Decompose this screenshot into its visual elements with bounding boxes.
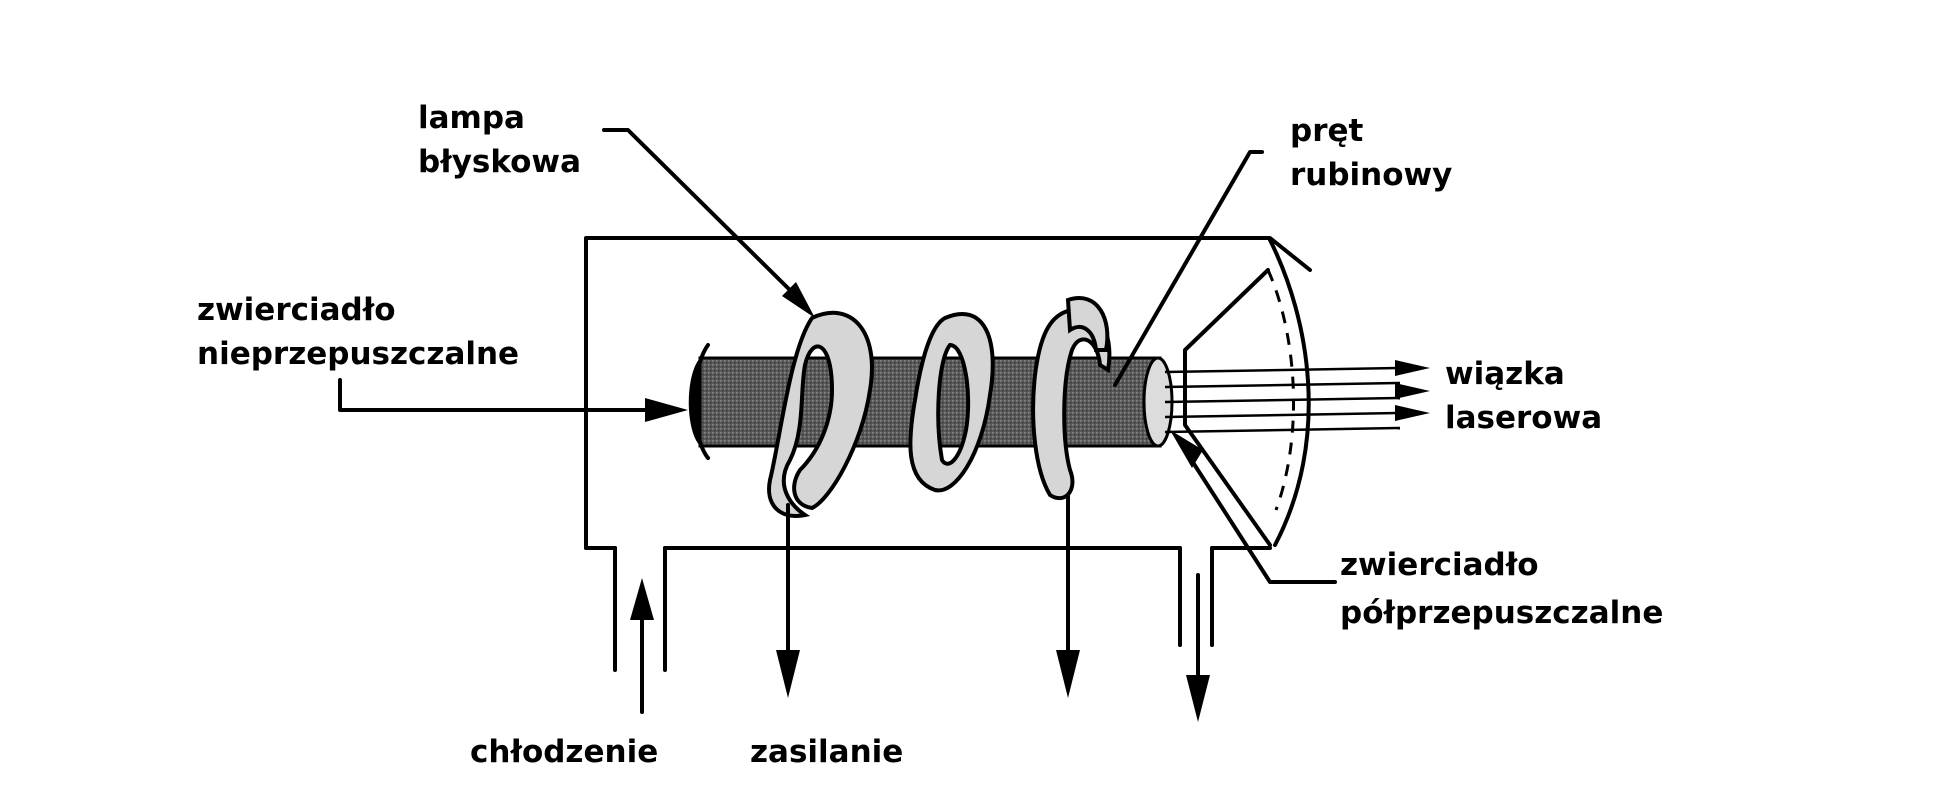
label-ruby-rod: pręt rubinowy <box>1290 113 1452 193</box>
label-semi-mirror: zwierciadło półprzepuszczalne <box>1340 547 1663 631</box>
laser-beam-label-line1: wiązka <box>1445 356 1565 392</box>
flash-lamp-label-line1: lampa <box>418 100 525 136</box>
cooling-inlet-arrow <box>630 578 654 714</box>
coil-3 <box>1031 296 1112 501</box>
laser-beam-label-line2: laserowa <box>1445 400 1602 436</box>
ruby-rod-label-line2: rubinowy <box>1290 157 1452 193</box>
coil-2 <box>908 311 995 493</box>
semi-transparent-mirror <box>1183 238 1311 547</box>
power-supply-arrow-left <box>776 503 800 698</box>
leader-ruby-rod <box>1113 150 1264 387</box>
label-opaque-mirror: zwierciadło nieprzepuszczalne <box>197 292 519 372</box>
ruby-rod-label-line1: pręt <box>1290 113 1364 149</box>
power-supply-label: zasilanie <box>750 734 903 770</box>
opaque-mirror-label-line2: nieprzepuszczalne <box>197 336 519 372</box>
flash-lamp-label-line2: błyskowa <box>418 144 581 180</box>
opaque-mirror-label-line1: zwierciadło <box>197 292 396 328</box>
cooling-pipes <box>613 546 1214 722</box>
leader-opaque-mirror <box>338 378 688 422</box>
cooling-label: chłodzenie <box>470 734 658 770</box>
flash-lamp-coils <box>767 296 1112 698</box>
semi-mirror-label-line2: półprzepuszczalne <box>1340 595 1663 631</box>
cooling-outlet-arrow <box>1186 573 1210 722</box>
laser-beam <box>1164 360 1430 434</box>
coil-1 <box>767 310 874 518</box>
label-laser-beam: wiązka laserowa <box>1445 356 1602 436</box>
label-flash-lamp: lampa błyskowa <box>418 100 581 180</box>
leader-flash-lamp <box>602 128 815 318</box>
semi-mirror-label-line1: zwierciadło <box>1340 547 1539 583</box>
power-supply-arrow-right <box>1056 493 1080 698</box>
leader-semi-mirror <box>1170 430 1337 584</box>
